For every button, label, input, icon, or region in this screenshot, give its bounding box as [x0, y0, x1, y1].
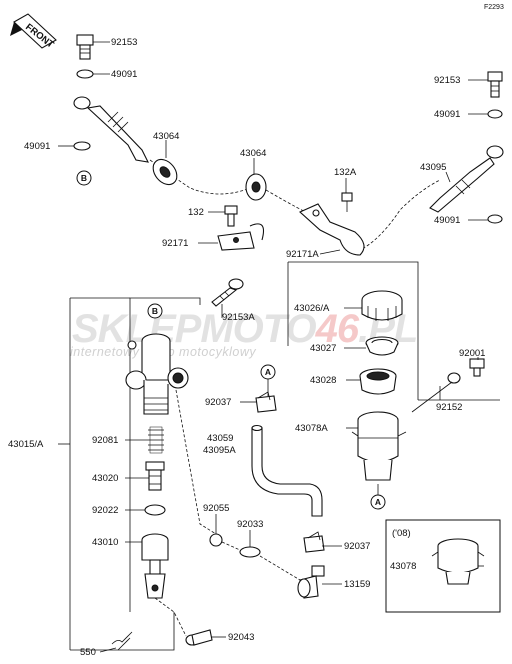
washer-49091-right-bottom [487, 214, 503, 224]
label-49091-top: 49091 [111, 69, 137, 80]
ref-marker-a-bottom-label: A [375, 497, 381, 507]
bolt-92001 [469, 358, 485, 377]
label-92153a: 92153A [222, 312, 255, 323]
banjo-bolt-92153-left [76, 34, 94, 60]
plate-43028 [359, 368, 397, 395]
label-92081: 92081 [92, 435, 118, 446]
label-92153-top: 92153 [111, 37, 137, 48]
group-frame-left [129, 297, 201, 612]
spring-92081 [148, 426, 164, 454]
watermark-brand-left: SKLEP [72, 307, 202, 351]
hose-clamp-92037-top [255, 391, 277, 413]
reservoir-hose-43059 [251, 424, 323, 517]
hose-clamp-92171a [299, 203, 365, 256]
label-43078: 43078 [390, 561, 416, 572]
reservoir-43078 [431, 538, 485, 585]
label-43026a: 43026/A [294, 303, 330, 314]
label-132: 132 [188, 207, 204, 218]
label-92153-right: 92153 [434, 75, 460, 86]
bolt-92153a [211, 278, 244, 307]
label-92171: 92171 [162, 238, 188, 249]
label-43028: 43028 [310, 375, 336, 386]
label-92043: 92043 [228, 632, 254, 643]
reservoir-cap-43026a [361, 290, 403, 321]
label-132a: 132A [334, 167, 357, 178]
bolt-132a [341, 192, 353, 212]
label-43064-a: 43064 [153, 131, 179, 142]
circlip-92022 [144, 504, 166, 516]
label-92037-top: 92037 [205, 397, 231, 408]
label-92055: 92055 [203, 503, 229, 514]
label-92171a: 92171A [286, 249, 319, 260]
label-92001: 92001 [459, 348, 485, 359]
bolt-132 [224, 205, 238, 227]
collar-92152 [411, 372, 461, 413]
hose-bracket-92171 [217, 223, 265, 251]
watermark-brand-accent: 46 [315, 307, 360, 351]
cotter-pin-550 [111, 631, 133, 651]
diagram-code: F2293 [484, 4, 504, 11]
leader-lines [58, 41, 488, 653]
label-43010: 43010 [92, 537, 118, 548]
master-cylinder-43015 [125, 333, 189, 415]
brake-hose-43095 [429, 145, 504, 213]
push-rod-43010 [141, 533, 169, 599]
label-49091-left: 49091 [24, 141, 50, 152]
front-arrow: FRONT [10, 13, 57, 51]
ref-marker-b-master: B [147, 303, 163, 319]
pin-92043 [185, 629, 213, 646]
piston-43020 [145, 461, 165, 491]
label-43027: 43027 [310, 343, 336, 354]
label-92033: 92033 [237, 519, 263, 530]
label-43095a: 43095A [203, 445, 236, 456]
ref-marker-a-bottom: A [370, 494, 386, 510]
label-550: 550 [80, 647, 96, 658]
washer-49091-right-top [487, 109, 503, 119]
diaphragm-43027 [365, 336, 399, 356]
ref-marker-b-top-label: B [81, 173, 87, 183]
label-92022: 92022 [92, 505, 118, 516]
label-43095: 43095 [420, 162, 446, 173]
grommet-43064-b [245, 173, 267, 201]
label-43059: 43059 [207, 433, 233, 444]
label-92152: 92152 [436, 402, 462, 413]
hose-fitting-13159 [297, 565, 325, 599]
o-ring-92055 [209, 533, 223, 547]
hose-clamp-92037-bottom [303, 531, 325, 553]
svg-text:SKLEPMOTO46.PL: SKLEPMOTO46.PL [72, 307, 417, 351]
label-49091-right-top: 49091 [434, 109, 460, 120]
ref-marker-a-top-label: A [265, 367, 271, 377]
label-92037-bottom: 92037 [344, 541, 370, 552]
watermark-brand-mid: MOTO [200, 307, 316, 351]
reservoir-frame [288, 261, 419, 400]
label-43015a: 43015/A [8, 439, 44, 450]
ref-marker-b-top: B [76, 170, 92, 186]
label-43020: 43020 [92, 473, 118, 484]
banjo-bolt-92153-right [487, 71, 503, 98]
label-49091-right-bottom: 49091 [434, 215, 460, 226]
circlip-92033 [239, 546, 261, 558]
label-13159: 13159 [344, 579, 370, 590]
ref-marker-b-master-label: B [152, 306, 158, 316]
brake-hose-43064 [73, 96, 251, 195]
washer-49091-top-left [76, 69, 94, 79]
label-43064-b: 43064 [240, 148, 266, 159]
reservoir-43078a [351, 411, 407, 481]
label-43078a: 43078A [295, 423, 328, 434]
washer-49091-left [73, 141, 91, 151]
grommet-43064-a [152, 158, 178, 186]
ref-marker-a-top: A [260, 364, 276, 380]
inset-label: ('08) [392, 528, 411, 539]
